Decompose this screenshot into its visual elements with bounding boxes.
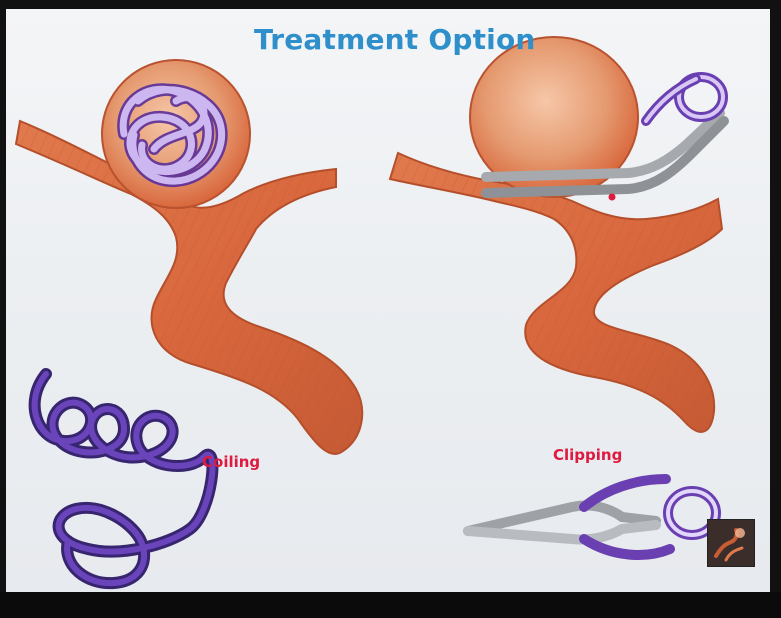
- coil-sample-icon: [35, 374, 213, 583]
- clip-sample-icon: [468, 479, 716, 555]
- clipping-label: Clipping: [553, 446, 622, 464]
- slide-canvas: Treatment Option Coiling Clipping: [6, 9, 770, 592]
- aneurysm-coiling-illustration: [16, 60, 362, 454]
- bottom-strip: [0, 592, 781, 618]
- video-thumbnail[interactable]: [707, 519, 755, 567]
- slide-title: Treatment Option: [254, 23, 534, 56]
- thumbnail-icon: [708, 520, 754, 566]
- coiling-label: Coiling: [202, 453, 260, 471]
- aneurysm-clipping-illustration: [390, 37, 724, 432]
- illustration-layer: [6, 9, 770, 592]
